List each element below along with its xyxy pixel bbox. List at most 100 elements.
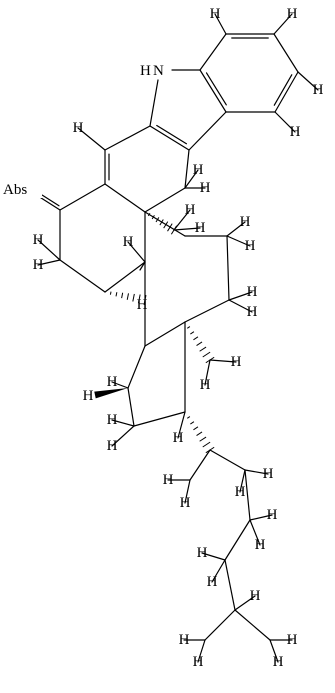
hash-bond-c12-me-hash-1 [147,212,151,217]
hash-bond-c12-me-hash-2 [151,215,155,220]
hash-bond-c21-side-hash-2 [190,421,195,425]
ring-bond-c19-c20 [127,387,135,427]
h-me2a-bond [209,359,237,363]
hash-bond-c21-side-hash-6 [202,441,211,448]
h-c13b-bond [184,169,199,189]
h-me1a-bond [173,227,201,231]
h-c8-stereo: H [137,297,148,313]
hash-bond-c8-h-hash-4 [126,293,129,300]
nh-nitrogen-label: N [153,63,164,79]
hash-bond-c8-h-hash-6 [137,294,141,304]
h-b4: H [313,82,324,98]
hash-bond-c17-me-hash-2 [190,331,195,335]
h-s3a-bond [201,552,226,561]
ring-bond-c12-c14 [144,211,186,237]
hash-bond-c12-me-hash-5 [163,221,169,229]
h-c19-stereo: H [83,388,94,404]
side-bond-2 [244,469,251,521]
h-s3a: H [197,545,208,561]
h-s1b-bond [239,469,246,493]
carbonyl-bond [37,195,61,211]
h-c15b-bond [226,235,251,247]
benzene-bond-b6-b1-inner [205,72,227,106]
h-me2b-bond [204,359,211,386]
label-layer: Abs N H [2,60,170,198]
hash-bond-c21-side-hash-4 [196,431,203,436]
h-c8a-bond [127,241,146,263]
ring-bond-c3a-c13 [184,149,190,189]
hash-bond-c12-me-hash-6 [167,223,173,232]
pyrrole-bond-c9a-c3a [149,125,190,151]
h-c7a: H [33,232,44,248]
h-c13a: H [200,180,211,196]
h-c19-bond [111,381,129,389]
ring-bond-c16-c17 [184,299,230,323]
h-s4-bond [234,595,256,611]
h-c20b-bond [111,419,135,427]
h-s5a: H [287,632,298,648]
ring-bond-c17-c18 [144,321,186,347]
h-b2-bond [214,13,227,35]
carbonyl-bond-inner [41,194,60,207]
h-c20b: H [107,412,118,428]
h-b5: H [290,124,301,140]
h-me1b-bond [173,209,191,231]
h-s3b-bond [211,559,226,583]
pyrrole-bond-c3a-b6 [188,111,227,151]
benzene-bond-b4-b5 [274,71,299,113]
h-c5-bond [77,127,106,151]
h-s5b: H [273,654,284,670]
h-c20a-bond [111,425,135,447]
h-s2a: H [267,507,278,523]
h-me1b: H [185,202,196,218]
h-c15a-bond [226,221,246,237]
h-s4: H [250,588,261,604]
ring-bond-c13-c12 [144,187,186,213]
hash-bond-c21-side-hash-5 [199,436,207,442]
benzene-bond-b3-b4 [273,33,299,73]
hash-bond-c17-me-hash-1 [186,326,191,329]
pyrrole-bond-c9a-c3a-inner [156,124,188,145]
h-s2b: H [255,537,266,553]
h-me1a: H [195,220,206,236]
h-me3b: H [180,495,191,511]
bond-layer [37,13,319,663]
ring-bond-c7-c8 [59,259,106,293]
h-b3: H [287,6,298,22]
hash-bond-c12-me-hash-3 [155,217,160,223]
ring-bond-c20-c21 [133,411,186,427]
hash-bond-c17-me-hash-6 [202,351,211,358]
h-b2: H [210,6,221,22]
ring-bond-c18-c19 [127,345,146,389]
hash-bond-c17-me-hash-5 [199,346,207,352]
h-c19: H [107,374,118,390]
benzene-bond-b4-b5-inner [273,74,293,106]
benzene-bond-b1-b2 [199,33,227,71]
hash-bond-c21-side-hash-1 [186,416,191,419]
h-c16a: H [247,284,258,300]
side-methyl-bond [189,449,211,481]
ring-bond-c15-c16 [226,235,230,301]
nh-hydrogen-label: H [140,63,151,79]
benzene-bond-b6-b1 [199,69,227,113]
ring-bond-c8a-tail [139,261,146,271]
ring-bond-c4a-co [59,183,106,211]
h-s2b-bond [249,519,261,546]
ring-bond-c8-c8a [104,261,146,293]
h-c20a: H [107,438,118,454]
h-me3a: H [163,472,174,488]
h-s1a-bond [244,469,269,475]
pyrrole-bond-n-c [149,79,159,127]
hash-bond-c21-side-hash-3 [193,426,199,431]
h-c7b: H [33,257,44,273]
h-s1a: H [263,466,274,482]
h-s6b: H [193,654,204,670]
hash-bond-c12-me-hash-4 [159,219,164,226]
h-c8a: H [123,234,134,250]
wedge-bond-c19-h [94,388,128,399]
h-me2a: H [231,354,242,370]
hash-bond-c17-me-hash-4 [196,341,203,346]
h-c15b: H [245,238,256,254]
h-c15a: H [240,214,251,230]
